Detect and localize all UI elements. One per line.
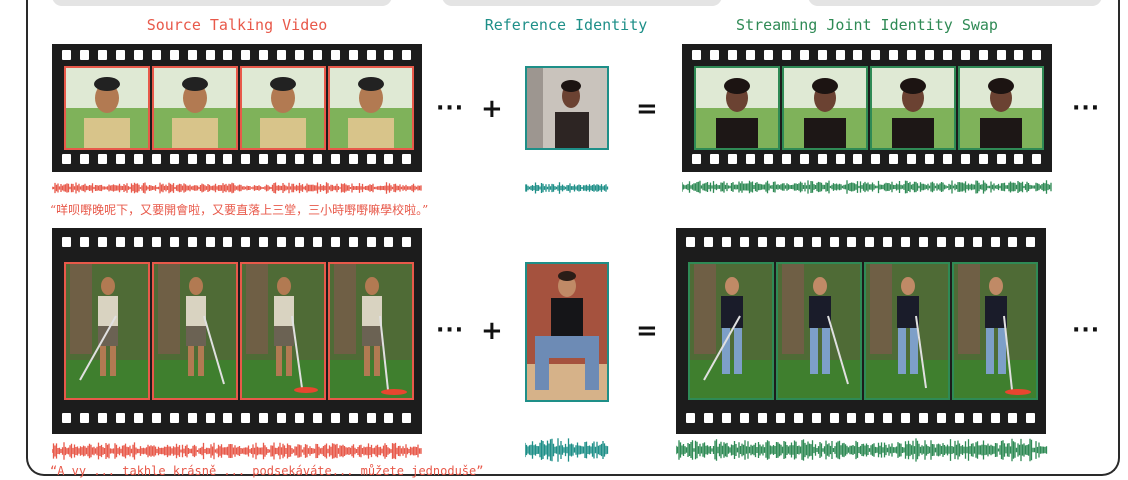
waveform-path — [52, 442, 422, 460]
output-frame-3 — [870, 66, 956, 150]
film-strip-source-row2 — [52, 228, 422, 434]
waveform-path — [525, 438, 609, 462]
audio-waveform-source-row1 — [52, 182, 422, 194]
source-frame-5 — [64, 262, 150, 400]
output-frame-6 — [776, 262, 862, 400]
film-strip-output-row1 — [682, 44, 1052, 172]
figure-border — [26, 0, 1120, 476]
sprocket-holes-top — [682, 50, 1052, 62]
waveform-path — [682, 180, 1052, 194]
top-bar-middle — [442, 0, 722, 6]
transcript-row1: “咩呗嘢晚呢下，又要開會啦，又要直落上三堂，三小時嘢嘢嘛學校啦。” — [50, 203, 429, 217]
sprocket-holes-bottom — [52, 154, 422, 166]
reference-identity-image-row2 — [525, 262, 609, 402]
ellipsis-source-row1: ··· — [436, 96, 465, 121]
audio-waveform-source-row2 — [52, 442, 422, 460]
output-frame-7 — [864, 262, 950, 400]
output-frame-4 — [958, 66, 1044, 150]
source-frame-7 — [240, 262, 326, 400]
audio-waveform-output-row2 — [676, 438, 1048, 462]
sprocket-holes-bottom — [676, 413, 1046, 425]
sprocket-holes-top — [52, 50, 422, 62]
waveform-path — [52, 182, 422, 194]
sprocket-holes-top — [676, 237, 1046, 249]
plus-operator-row2: + — [481, 316, 503, 346]
audio-waveform-reference-row2 — [525, 438, 609, 462]
ellipsis-source-row2: ··· — [436, 318, 465, 343]
sprocket-holes-bottom — [682, 154, 1052, 166]
equals-operator-row2: = — [636, 316, 658, 346]
output-frame-8 — [952, 262, 1038, 400]
header-output: Streaming Joint Identity Swap — [736, 16, 998, 34]
output-frame-1 — [694, 66, 780, 150]
ellipsis-output-row1: ··· — [1072, 96, 1101, 121]
output-frame-5 — [688, 262, 774, 400]
film-strip-output-row2 — [676, 228, 1046, 434]
reference-identity-image-row1 — [525, 66, 609, 150]
source-frame-3 — [240, 66, 326, 150]
equals-operator-row1: = — [636, 94, 658, 124]
audio-waveform-reference-row1 — [525, 182, 609, 194]
output-frame-2 — [782, 66, 868, 150]
header-source: Source Talking Video — [146, 16, 328, 34]
audio-waveform-output-row1 — [682, 180, 1052, 194]
top-bar-right — [808, 0, 1102, 6]
sprocket-holes-top — [52, 237, 422, 249]
sprocket-holes-bottom — [52, 413, 422, 425]
top-bar-left — [52, 0, 392, 6]
source-frame-2 — [152, 66, 238, 150]
source-frame-6 — [152, 262, 238, 400]
transcript-row2: “A vy ... takhle krásně ... podsekáváte.… — [50, 464, 484, 478]
film-strip-source-row1 — [52, 44, 422, 172]
plus-operator-row1: + — [481, 94, 503, 124]
waveform-path — [525, 182, 609, 194]
source-frame-4 — [328, 66, 414, 150]
source-frame-1 — [64, 66, 150, 150]
source-frame-8 — [328, 262, 414, 400]
header-reference: Reference Identity — [484, 16, 648, 34]
waveform-path — [676, 438, 1048, 462]
ellipsis-output-row2: ··· — [1072, 318, 1101, 343]
